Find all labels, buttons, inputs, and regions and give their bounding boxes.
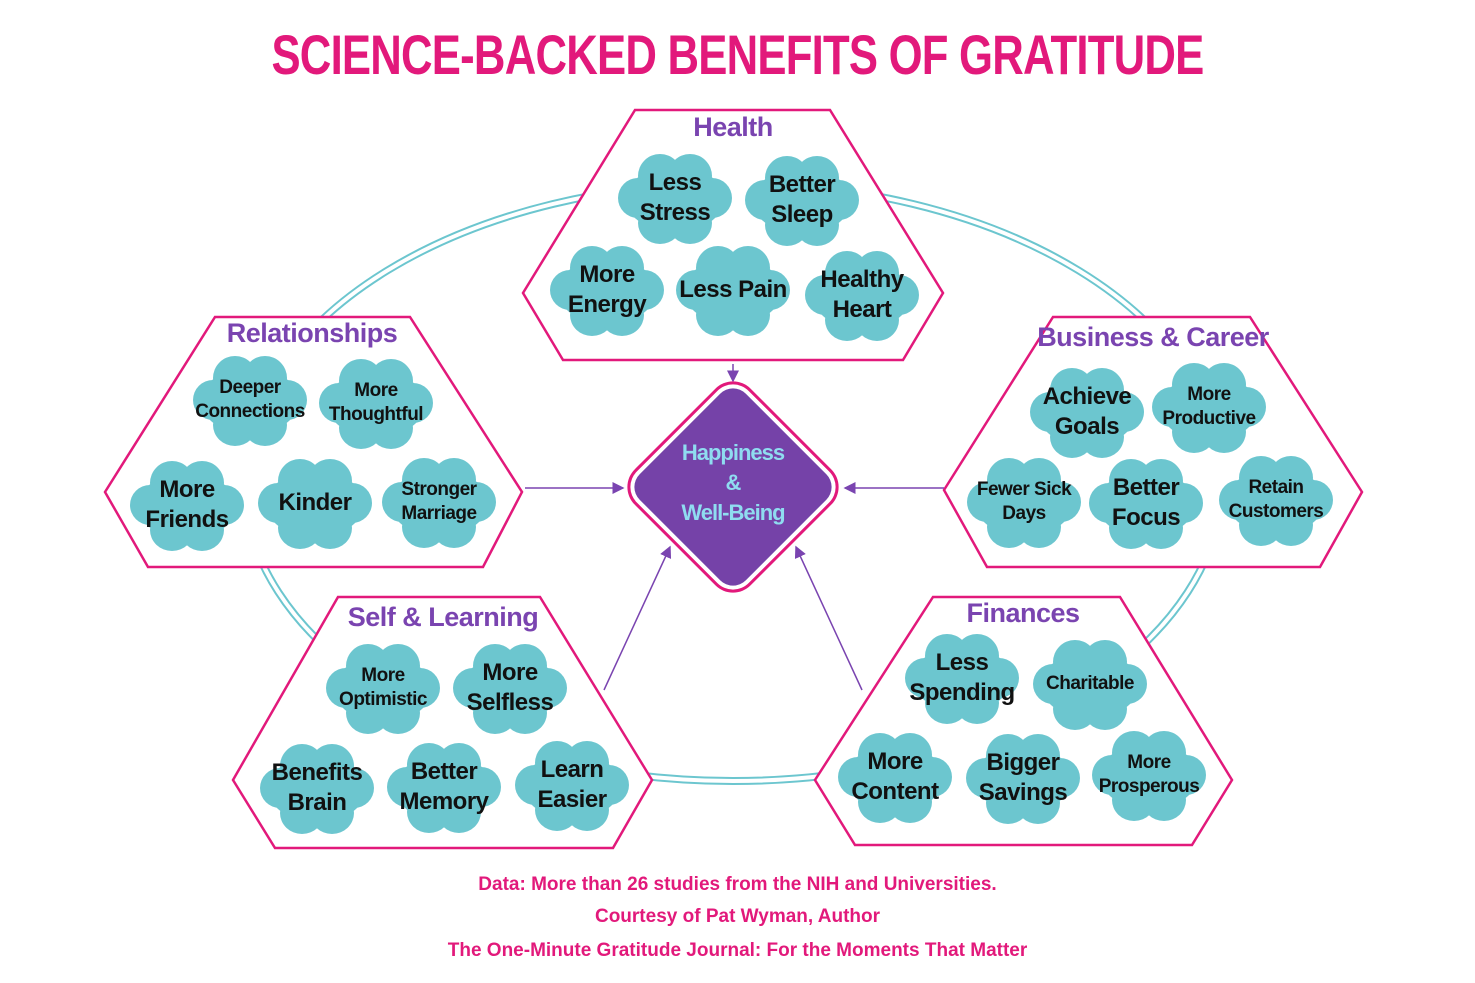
category-title-self-learning: Self & Learning <box>347 602 539 632</box>
benefit-label: More Selfless <box>466 659 554 716</box>
benefit-label: Stronger Marriage <box>401 479 477 524</box>
benefit-label: More Optimistic <box>339 665 427 710</box>
benefit-label: Less Pain <box>679 276 787 303</box>
arrow-finances <box>794 545 863 691</box>
benefit-label: Better Memory <box>399 758 489 815</box>
center-label: Happiness & Well-Being <box>633 438 833 528</box>
benefit-cloud: Kinder <box>256 457 374 549</box>
benefit-cloud: More Productive <box>1150 361 1268 453</box>
benefit-label: Deeper Connections <box>195 377 305 422</box>
benefit-cloud: Better Memory <box>385 741 503 833</box>
benefit-label: More Thoughtful <box>328 380 424 425</box>
benefit-cloud: Achieve Goals <box>1028 366 1146 458</box>
benefit-cloud: Better Focus <box>1087 457 1205 549</box>
benefit-cloud: Stronger Marriage <box>380 456 498 548</box>
benefit-cloud: Deeper Connections <box>191 354 309 446</box>
benefit-label: More Content <box>851 748 939 805</box>
category-title-health: Health <box>693 112 773 142</box>
benefit-cloud: Less Spending <box>903 632 1021 724</box>
benefit-label: More Prosperous <box>1098 752 1200 797</box>
center-line-2: & <box>725 470 742 495</box>
benefit-cloud: More Prosperous <box>1090 729 1208 821</box>
category-title-business-career: Business & Career <box>1037 322 1269 352</box>
benefit-cloud: Retain Customers <box>1217 454 1335 546</box>
benefit-label: More Friends <box>145 476 229 533</box>
benefit-label: Less Stress <box>639 169 711 226</box>
benefit-cloud: Less Stress <box>616 152 734 244</box>
benefit-label: More Productive <box>1162 384 1256 429</box>
benefit-cloud: More Friends <box>128 459 246 551</box>
center-line-3: Well-Being <box>681 500 785 525</box>
benefit-label: Charitable <box>1046 673 1134 694</box>
benefit-label: Less Spending <box>909 649 1015 706</box>
benefit-label: Benefits Brain <box>271 759 363 816</box>
benefit-label: Fewer Sick Days <box>976 479 1072 524</box>
benefit-cloud: Fewer Sick Days <box>965 456 1083 548</box>
benefit-cloud: More Energy <box>548 244 666 336</box>
benefit-label: Bigger Savings <box>978 749 1068 806</box>
benefit-cloud: Charitable <box>1031 638 1149 730</box>
benefit-cloud: Better Sleep <box>743 154 861 246</box>
category-title-relationships: Relationships <box>226 318 398 348</box>
benefit-cloud: More Selfless <box>451 642 569 734</box>
benefit-label: More Energy <box>567 261 647 318</box>
page-title: SCIENCE-BACKED BENEFITS OF GRATITUDE <box>271 23 1204 86</box>
footer-courtesy: Courtesy of Pat Wyman, Author <box>594 906 881 927</box>
benefit-cloud: Bigger Savings <box>964 732 1082 824</box>
benefit-label: Learn Easier <box>537 756 607 813</box>
benefit-label: Kinder <box>278 489 352 516</box>
benefit-cloud: More Content <box>836 731 954 823</box>
benefit-cloud: Learn Easier <box>513 739 631 831</box>
benefit-cloud: Less Pain <box>674 244 792 336</box>
benefit-cloud: More Thoughtful <box>317 357 435 449</box>
benefit-label: Better Sleep <box>768 171 836 228</box>
footer-data-source: Data: More than 26 studies from the NIH … <box>478 874 997 895</box>
center-line-1: Happiness <box>681 440 785 465</box>
benefit-label: Healthy Heart <box>820 266 904 323</box>
benefit-label: Achieve Goals <box>1042 383 1132 440</box>
benefit-label: Better Focus <box>1111 474 1181 531</box>
benefit-label: Retain Customers <box>1228 477 1324 522</box>
arrow-self-learning <box>603 545 672 691</box>
category-title-finances: Finances <box>966 598 1080 628</box>
footer-book-title: The One-Minute Gratitude Journal: For th… <box>447 940 1028 961</box>
benefit-cloud: More Optimistic <box>324 642 442 734</box>
benefit-cloud: Benefits Brain <box>258 742 376 834</box>
benefit-cloud: Healthy Heart <box>803 249 921 341</box>
